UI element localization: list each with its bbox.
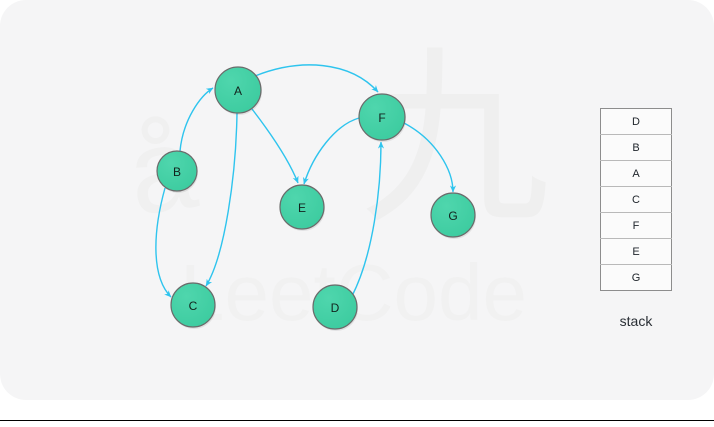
graph-node-circle[interactable] [430,192,476,238]
stack-cell: A [600,160,672,187]
stack-cell: D [600,108,672,135]
graph-node-a[interactable]: A [214,66,262,115]
graph-node-circle[interactable] [156,150,198,192]
bottom-divider [0,420,714,421]
graph-edge-a-e [251,108,299,184]
graph-node-d[interactable]: D [312,284,358,331]
graph-node-circle[interactable] [214,66,262,114]
stack-row: F [600,212,672,239]
graph-node-b[interactable]: B [156,150,198,193]
graph-edge-a-c [205,112,238,287]
graph-edge-f-g [403,122,457,193]
graph-node-f[interactable]: F [358,93,406,142]
graph-edge-b-a [179,87,214,152]
stack-row: A [600,160,672,187]
graph-node-e[interactable]: E [279,184,325,231]
diagram-canvas-panel [0,0,714,400]
stack-row: D [600,108,672,135]
stack-cell: B [600,134,672,161]
graph-edge-d-f [351,141,385,297]
stack-row: G [601,265,672,291]
graph-edges [155,64,457,298]
graph-edge-f-e [303,117,360,185]
graph-edge-a-f [254,64,379,93]
graph-node-circle[interactable] [358,93,406,141]
stack-cell: G [631,271,641,284]
graph-node-circle[interactable] [312,284,358,330]
graph-nodes: AB C D EF G [156,66,476,331]
graph-edge-b-c [155,187,172,298]
graph-node-circle[interactable] [279,184,325,230]
stack-row: E [600,238,672,265]
graph-node-c[interactable]: C [170,282,216,329]
stack-cell: C [600,186,672,213]
stack-cell: E [600,238,672,265]
stack-cell: F [600,212,672,239]
stack-caption: stack [619,313,653,329]
stack-row: B [600,134,672,161]
stack-row: C [600,186,672,213]
graph-node-circle[interactable] [170,282,216,328]
graph-node-g[interactable]: G [430,192,476,239]
